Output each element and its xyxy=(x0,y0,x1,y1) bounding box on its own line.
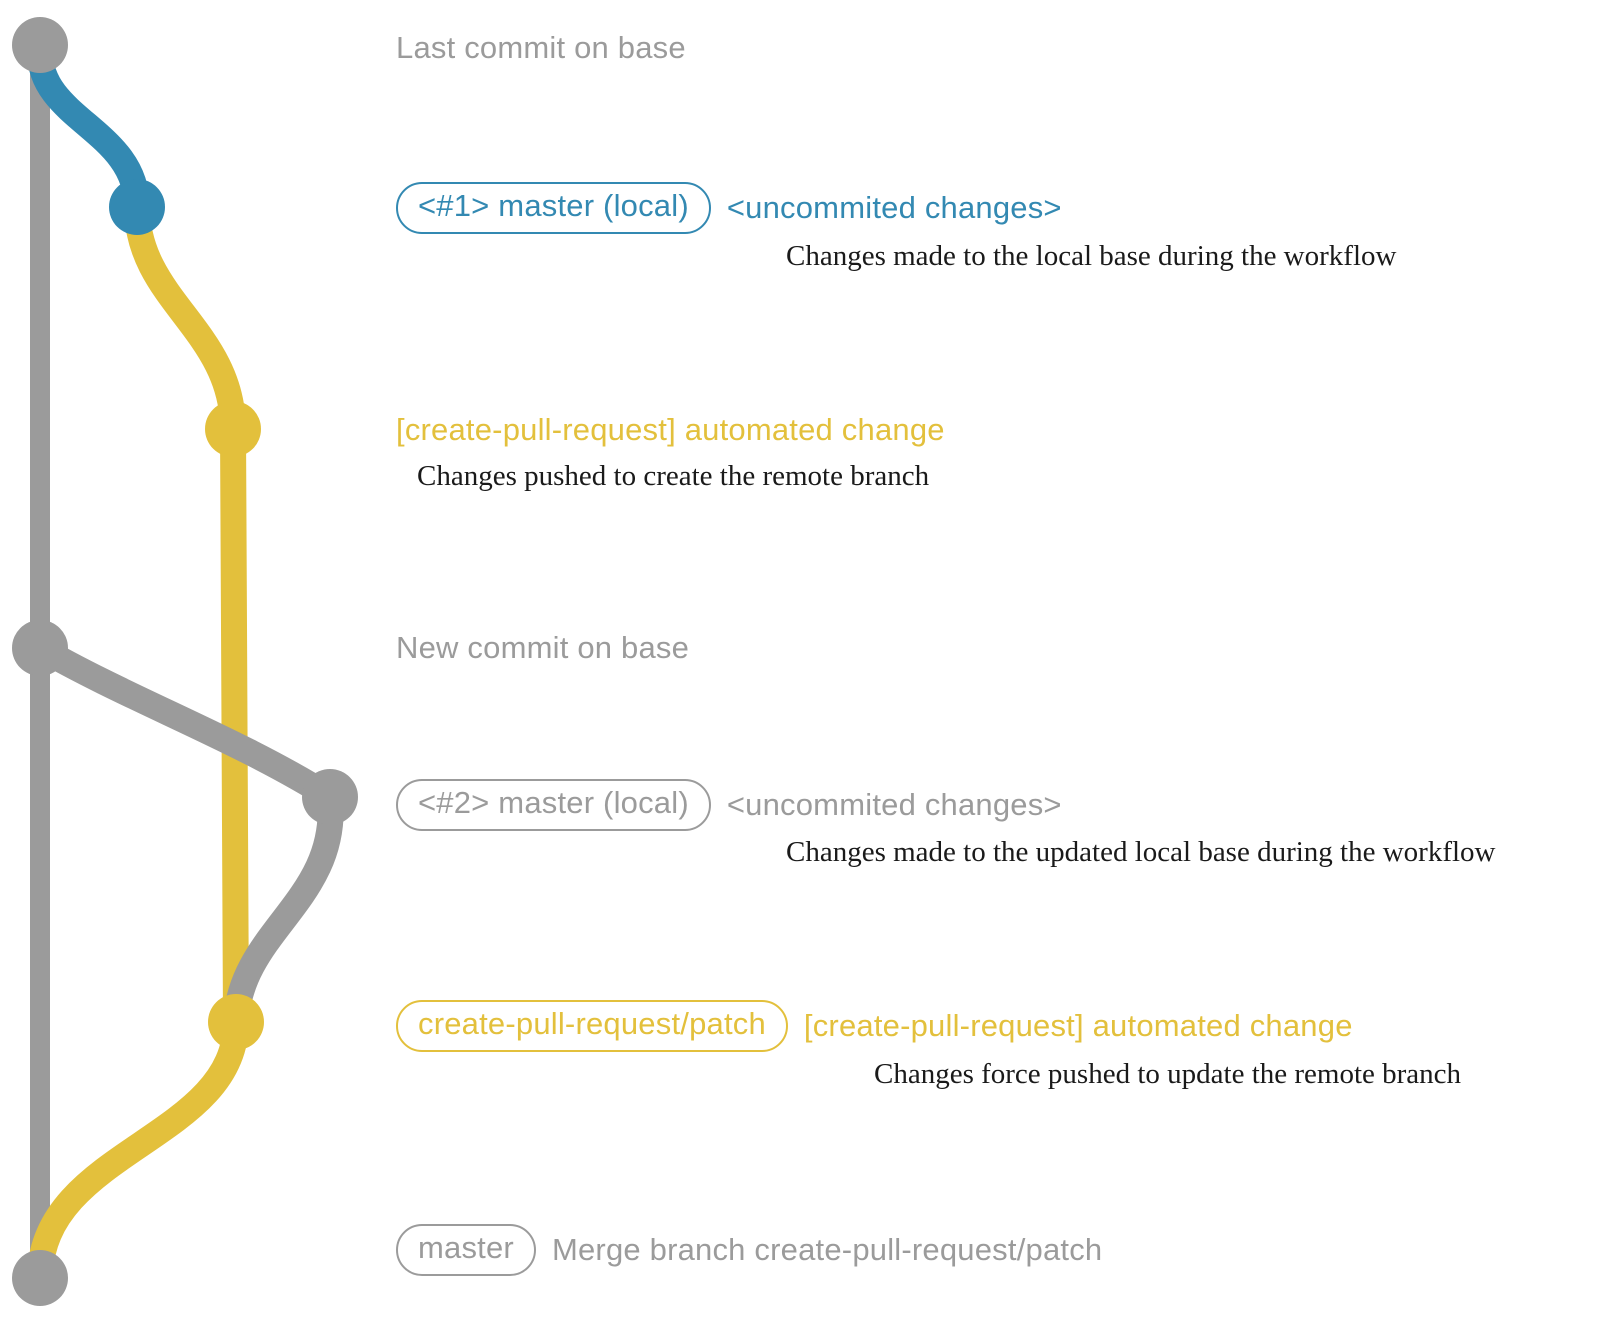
commit-description-master-local-2: Changes made to the updated local base d… xyxy=(786,836,1496,868)
commit-dot-base-new[interactable] xyxy=(12,620,68,676)
commit-dot-local-2[interactable] xyxy=(302,769,358,825)
branch-badge-master[interactable]: master xyxy=(396,1224,536,1276)
branch-badge-master-local-1[interactable]: <#1> master (local) xyxy=(396,182,711,234)
branch-line-local-2-to-patch xyxy=(223,784,344,1035)
branch-line-patch-to-merge xyxy=(27,1009,249,1291)
commit-dot-patch-2[interactable] xyxy=(208,994,264,1050)
branch-line-local-2 xyxy=(27,635,343,810)
branch-badge-master-local-2[interactable]: <#2> master (local) xyxy=(396,779,711,831)
commit-dot-local-1[interactable] xyxy=(109,179,165,235)
row-merge-commit: master Merge branch create-pull-request/… xyxy=(396,1224,1102,1276)
commit-title-last-commit-on-base: Last commit on base xyxy=(396,30,686,65)
row-master-local-2: <#2> master (local) <uncommited changes> xyxy=(396,779,1062,831)
row-automated-change-2: create-pull-request/patch [create-pull-r… xyxy=(396,1000,1353,1052)
commit-title-merge-commit: Merge branch create-pull-request/patch xyxy=(551,1231,1103,1267)
row-automated-change-1: [create-pull-request] automated change xyxy=(396,412,945,448)
branch-badge-create-pull-request-patch[interactable]: create-pull-request/patch xyxy=(396,1000,788,1052)
commit-description-automated-change-2: Changes force pushed to update the remot… xyxy=(874,1058,1462,1090)
row-last-commit-on-base: Last commit on base xyxy=(396,30,686,66)
commit-dot-merge[interactable] xyxy=(12,1250,68,1306)
row-master-local-1: <#1> master (local) <uncommited changes> xyxy=(396,182,1062,234)
commit-title-new-commit-on-base: New commit on base xyxy=(396,630,690,665)
branch-line-patch-upper xyxy=(124,194,249,1035)
commit-title-master-local-2: <uncommited changes> xyxy=(726,786,1062,822)
commit-title-master-local-1: <uncommited changes> xyxy=(726,189,1062,225)
commit-dot-patch-1[interactable] xyxy=(205,401,261,457)
commit-dot-base-top[interactable] xyxy=(12,17,68,73)
commit-description-master-local-1: Changes made to the local base during th… xyxy=(786,240,1397,272)
commit-title-automated-change-1: [create-pull-request] automated change xyxy=(396,412,945,447)
commit-description-automated-change-1: Changes pushed to create the remote bran… xyxy=(417,460,930,492)
row-new-commit-on-base: New commit on base xyxy=(396,630,689,666)
commit-title-automated-change-2: [create-pull-request] automated change xyxy=(803,1007,1353,1043)
